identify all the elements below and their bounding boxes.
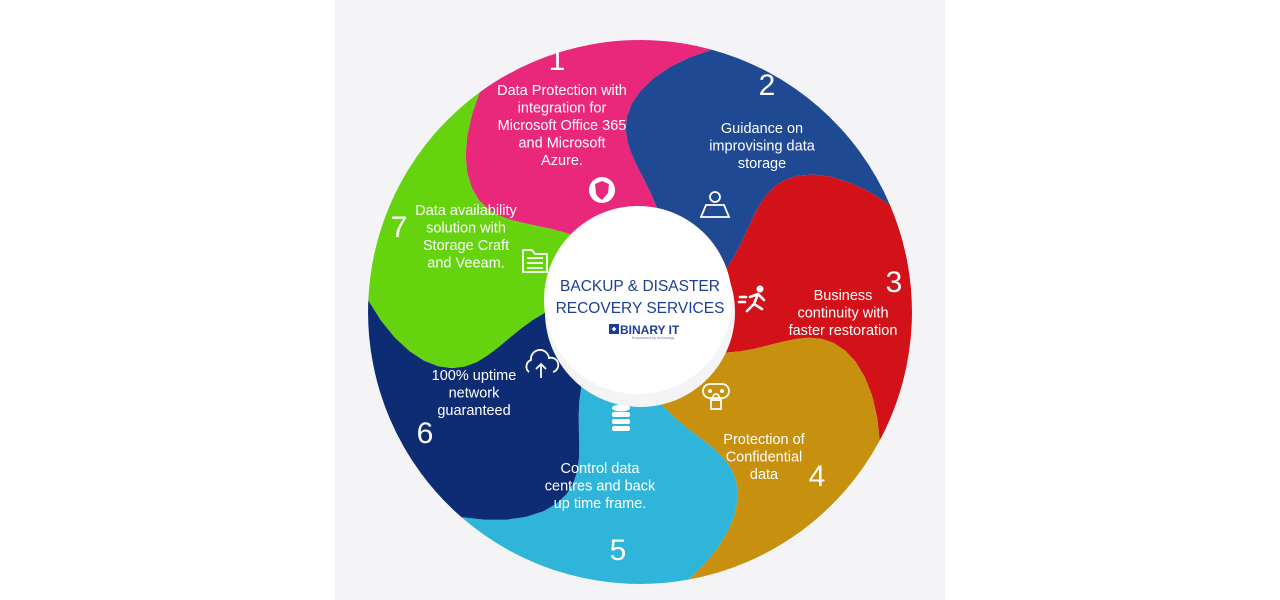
cloud-upload-icon [525,349,560,378]
segment-description-line: up time frame. [554,496,647,512]
segment-7 [368,92,581,369]
segment-description-line: network [449,386,501,402]
database-icon [612,404,630,431]
segment-5 [461,386,738,584]
segment-description-line: and Microsoft [518,136,605,152]
map-pin-icon [699,191,731,218]
brand-name: BINARY IT [620,323,680,337]
segment-2 [625,49,890,271]
segment-6 [368,300,582,520]
running-person-icon [737,285,766,313]
segment-description-line: guaranteed [437,403,510,419]
segment-description-line: Guidance on [721,121,803,137]
segment-description-line: Microsoft Office 365 [498,118,627,134]
segment-description-line: Storage Craft [423,238,509,254]
segment-description-line: centres and back [545,479,656,495]
brand-plus-icon [612,327,616,331]
center-hub: BACKUP & DISASTER RECOVERY SERVICES BINA… [544,206,732,394]
segment-description-line: 100% uptime [432,368,517,384]
segment-number: 6 [417,417,434,450]
segment-description-line: integration for [518,101,607,117]
segment-description-line: Data Protection with [497,83,627,99]
brand-logo: BINARY IT Empowered by technology [609,323,680,340]
segment-number: 7 [391,211,408,244]
segment-description-line: Control data [561,461,641,477]
folder-icon [522,249,548,273]
center-circle [544,206,732,394]
segment-description-line: improvising data [709,139,816,155]
segment-description-line: storage [738,156,786,172]
segment-description-line: solution with [426,221,506,237]
segment-description-line: data [750,467,779,483]
segment-number: 3 [886,266,903,299]
segment-description-line: Data availability [415,203,517,219]
segment-number: 2 [759,69,776,102]
segment-3 [725,174,912,441]
shield-icon [589,177,615,203]
segment-description-line: and Veeam. [427,256,504,272]
segment-description-line: faster restoration [789,323,898,339]
center-title-line2: RECOVERY SERVICES [556,300,725,317]
segment-description-line: continuity with [797,306,888,322]
segment-description-line: Protection of [723,432,805,448]
segment-number: 1 [549,44,566,77]
brand-tagline: Empowered by technology [632,336,675,340]
segment-description-line: Azure. [541,153,583,169]
center-title-line1: BACKUP & DISASTER [560,278,720,295]
segment-number: 5 [610,534,627,567]
security-lock-icon [702,383,730,410]
segment-description-line: Confidential [726,450,803,466]
segments-layer [368,40,912,584]
segment-1 [465,40,712,239]
segment-description-line: Business [814,288,873,304]
segment-number: 4 [809,460,826,493]
